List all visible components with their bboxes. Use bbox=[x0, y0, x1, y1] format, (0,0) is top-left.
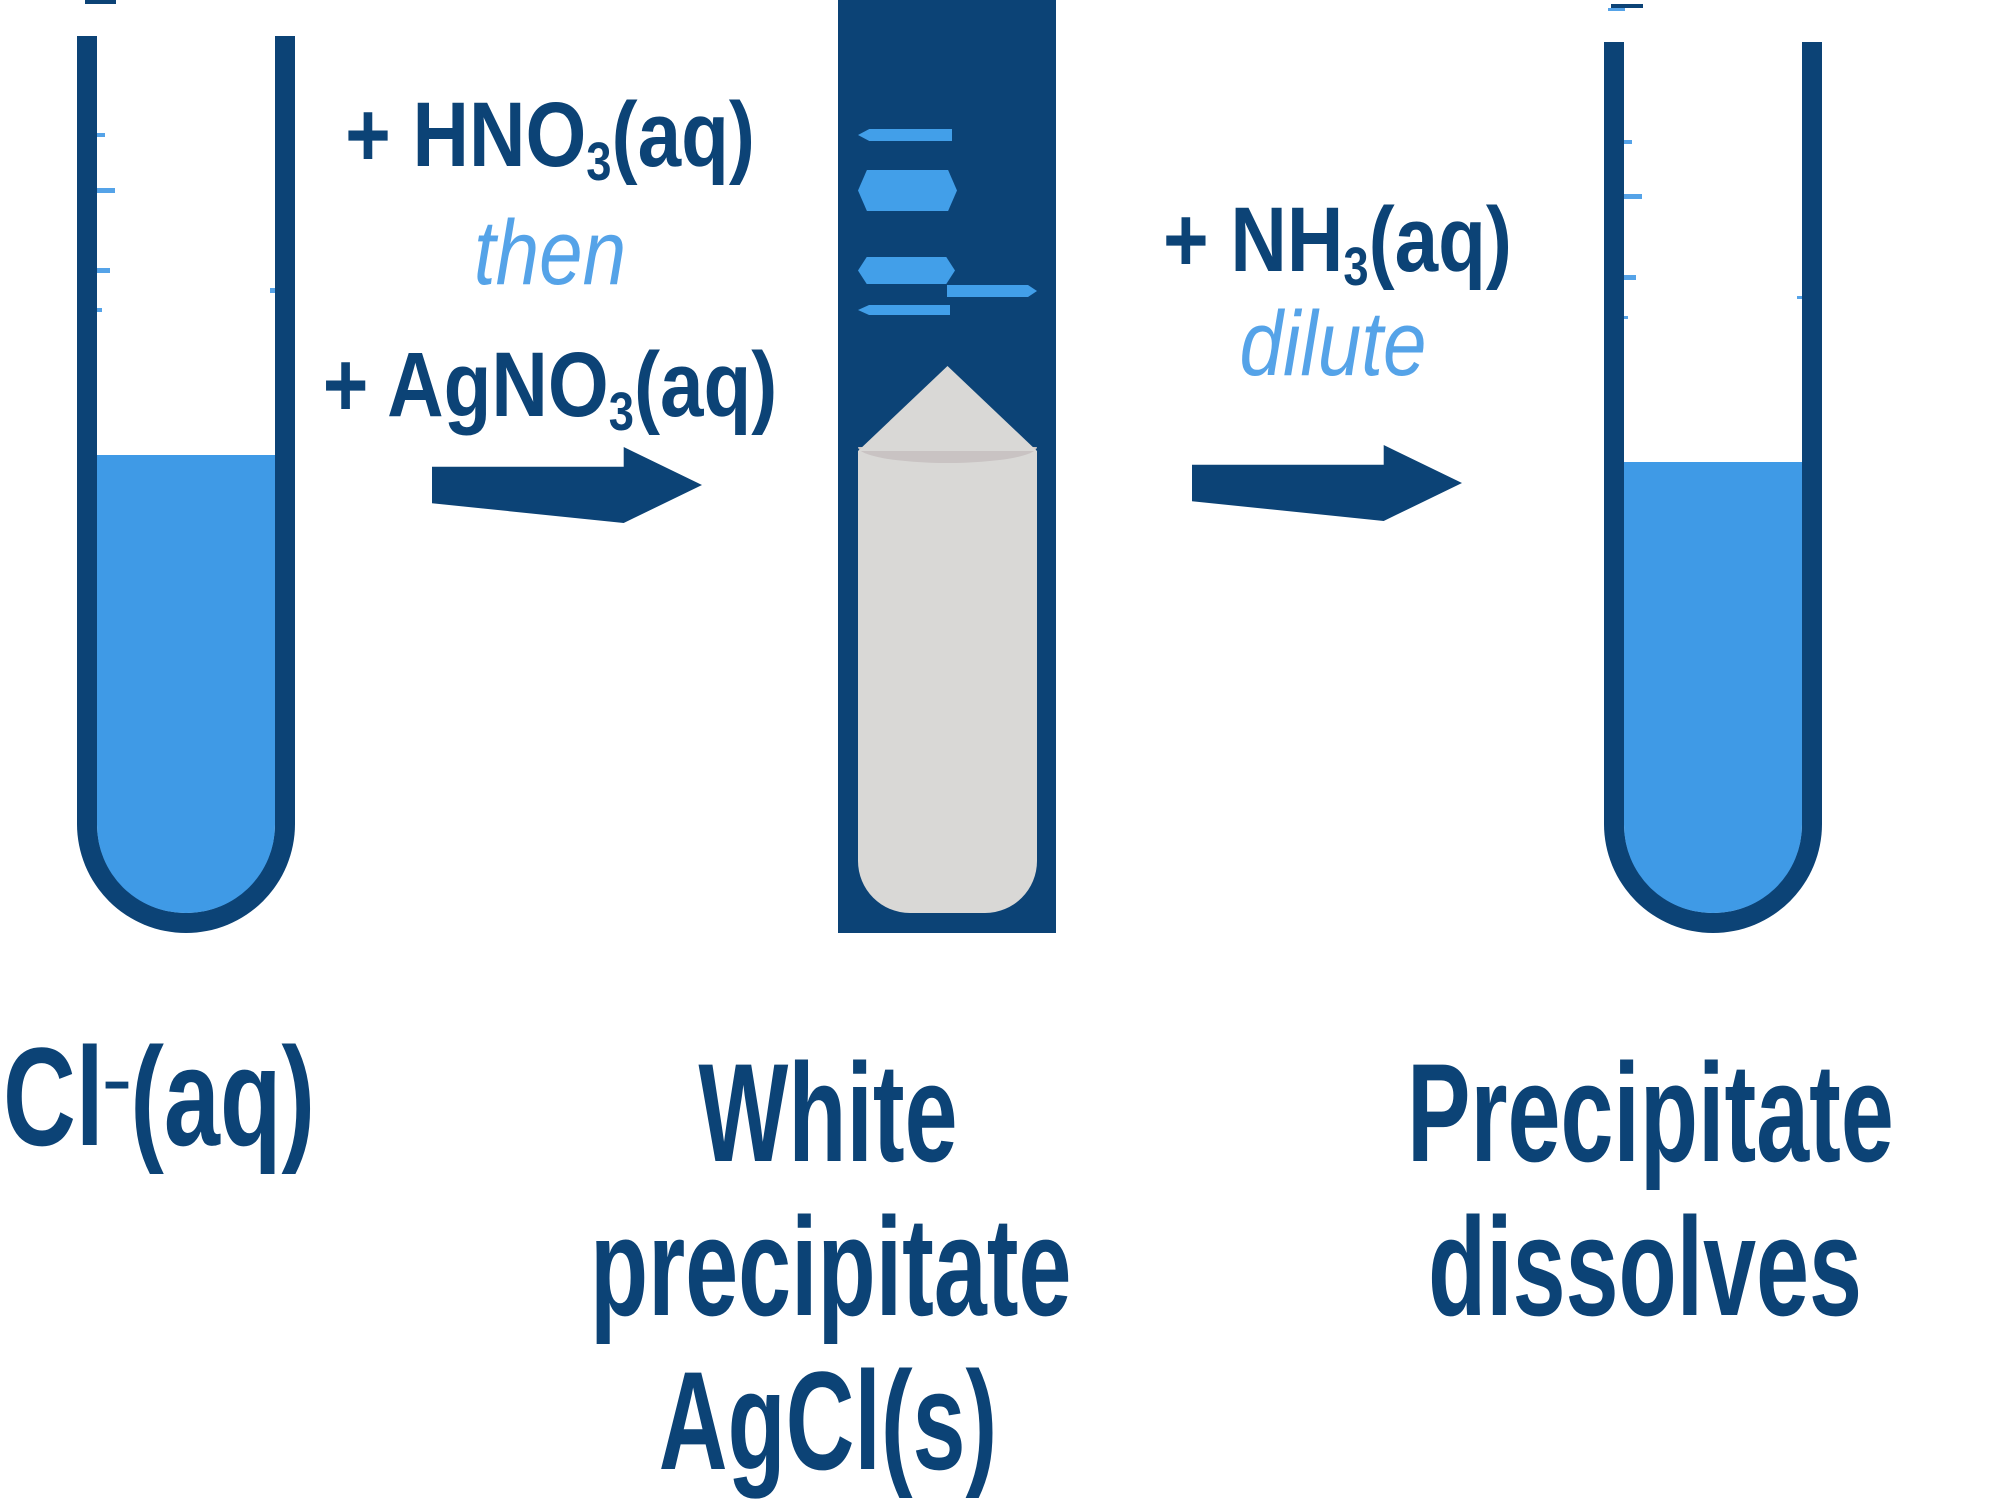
step1-modifier: then bbox=[473, 202, 627, 304]
graduation-tick bbox=[97, 308, 102, 312]
precipitate-particle bbox=[858, 305, 950, 315]
label-precipitate-dissolves: Precipitate dissolves bbox=[1407, 1034, 1894, 1345]
test-tube-right bbox=[1604, 42, 1822, 933]
graduation-tick bbox=[97, 133, 105, 137]
reaction-arrow-left bbox=[432, 447, 702, 523]
precipitate-particle bbox=[858, 170, 957, 211]
label-line: White bbox=[698, 1034, 958, 1191]
label-line: AgCl(s) bbox=[658, 1342, 998, 1499]
graduation-mark-top bbox=[1611, 4, 1643, 8]
graduation-tick bbox=[1797, 296, 1802, 299]
graduation-tick bbox=[270, 288, 275, 293]
precipitate-particle bbox=[858, 257, 955, 284]
graduation-tick bbox=[97, 188, 115, 193]
white-precipitate-shadow bbox=[858, 447, 1037, 463]
test-tube-middle bbox=[838, 0, 1056, 933]
graduation-tick bbox=[1624, 140, 1632, 144]
label-line: precipitate bbox=[590, 1188, 1072, 1345]
graduation-mark-top bbox=[85, 0, 116, 4]
graduation-tick bbox=[1624, 194, 1642, 199]
superscript-charge: − bbox=[103, 1049, 131, 1120]
graduation-tick bbox=[97, 268, 110, 273]
subscript: 3 bbox=[608, 382, 634, 442]
reagent-hno3: + HNO3(aq) bbox=[345, 84, 755, 192]
left-tube-liquid bbox=[97, 455, 275, 913]
precipitate-particle bbox=[947, 285, 1037, 297]
step2-reagents: + NH3(aq) dilute bbox=[1133, 188, 1533, 396]
graduation-tick bbox=[1624, 275, 1636, 280]
step2-modifier: dilute bbox=[1239, 293, 1427, 395]
subscript: 3 bbox=[586, 132, 612, 192]
white-precipitate-body bbox=[858, 451, 1037, 913]
right-tube-liquid bbox=[1624, 462, 1802, 913]
label-line: dissolves bbox=[1428, 1188, 1862, 1345]
precipitate-particle bbox=[858, 129, 952, 141]
step1-reagents: + HNO3(aq) then + AgNO3(aq) bbox=[230, 76, 870, 444]
label-chloride-ion: Cl−(aq) bbox=[3, 1018, 316, 1175]
reagent-nh3: + NH3(aq) bbox=[1163, 189, 1512, 297]
subscript: 3 bbox=[1343, 237, 1369, 297]
reagent-agno3: + AgNO3(aq) bbox=[322, 334, 778, 442]
label-line: Precipitate bbox=[1407, 1034, 1894, 1191]
white-precipitate-peak bbox=[858, 366, 1037, 451]
test-tube-left bbox=[77, 36, 295, 933]
reaction-arrow-right bbox=[1192, 445, 1462, 521]
graduation-mark-top bbox=[1608, 8, 1625, 11]
graduation-tick bbox=[1624, 316, 1628, 319]
label-white-precipitate: White precipitate AgCl(s) bbox=[590, 1034, 1072, 1499]
